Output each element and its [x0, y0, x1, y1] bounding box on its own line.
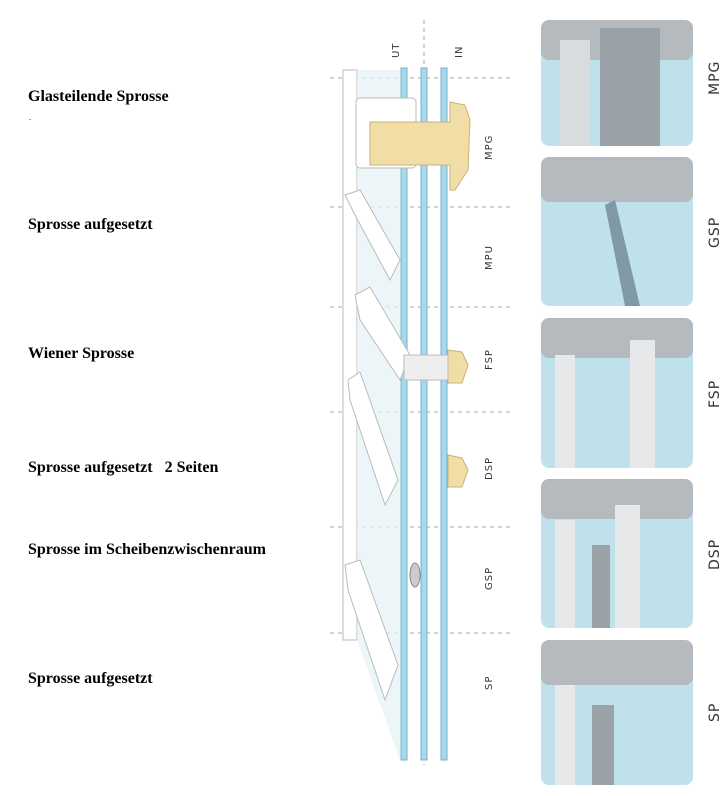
- photo-label-sp: SP: [707, 703, 723, 722]
- photo-mpg: [541, 20, 693, 146]
- section-label-fsp: FSP: [484, 349, 495, 370]
- label-outside: UT: [391, 43, 402, 58]
- label-inside: IN: [454, 46, 465, 58]
- gsp-bar: [409, 562, 421, 588]
- section-label-sp: SP: [484, 676, 495, 690]
- label-sprosse-aufgesetzt-2-seiten: Sprosse aufgesetzt 2 Seiten: [28, 459, 219, 476]
- photo-label-fsp: FSP: [707, 380, 723, 408]
- photo-label-dsp: DSP: [707, 539, 723, 570]
- section-label-dsp: DSP: [484, 457, 495, 480]
- section-label-gsp: GSP: [484, 567, 495, 590]
- glass-panes: [400, 67, 448, 761]
- section-label-mpg: MPG: [484, 135, 495, 160]
- photo-sp: [541, 640, 693, 785]
- window-frame: [342, 69, 358, 641]
- label-sprosse-aufgesetzt-bottom: Sprosse aufgesetzt: [28, 670, 153, 687]
- wood-inside-bars: [447, 349, 469, 488]
- photo-label-gsp: GSP: [707, 217, 723, 248]
- label-wiener-sprosse: Wiener Sprosse: [28, 345, 135, 362]
- applied-bar-profiles: [344, 189, 411, 702]
- mpg-wood-bar: [369, 101, 471, 191]
- photo-label-mpg: MPG: [707, 61, 723, 95]
- photo-dsp: [541, 479, 693, 628]
- photo-fsp: [541, 318, 693, 468]
- label-glasteilende-sprosse: Glasteilende Sprosse: [28, 88, 169, 105]
- fsp-spacer-bar: [403, 354, 449, 381]
- stray-mark: .: [29, 113, 31, 122]
- label-sprosse-im-scheibenzwischenraum: Sprosse im Scheibenzwischenraum: [28, 541, 266, 558]
- section-label-mpu: MPU: [484, 245, 495, 270]
- photo-gsp: [541, 157, 693, 306]
- label-sprosse-aufgesetzt: Sprosse aufgesetzt: [28, 216, 153, 233]
